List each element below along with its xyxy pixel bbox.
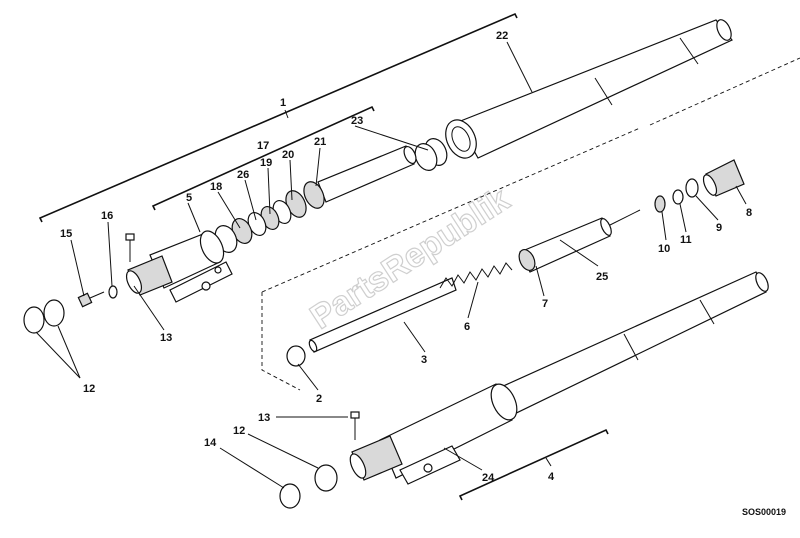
callout-18: 18 xyxy=(210,181,222,193)
callout-2: 2 xyxy=(316,393,322,405)
callout-1: 1 xyxy=(280,97,286,109)
cap-8 xyxy=(702,159,745,197)
dashed-group-box xyxy=(261,292,301,391)
leader-lines xyxy=(35,41,747,489)
bushing-23 xyxy=(414,138,448,171)
callout-24: 24 xyxy=(482,472,495,484)
callout-14: 14 xyxy=(204,437,217,449)
callout-23: 23 xyxy=(351,115,363,127)
callout-13-lower: 13 xyxy=(258,412,270,424)
watermark-text: PartsRepublik xyxy=(304,180,517,336)
spring-6 xyxy=(439,262,513,289)
inner-tube-upper xyxy=(214,145,417,253)
callout-9: 9 xyxy=(716,222,722,234)
callout-13-upper: 13 xyxy=(160,332,172,344)
callout-26: 26 xyxy=(237,169,249,181)
bracket-4 xyxy=(458,428,609,501)
damper-rod-3 xyxy=(286,277,457,367)
callout-22: 22 xyxy=(496,30,508,42)
bolt-13-lower xyxy=(350,411,360,440)
clamp-12-lower xyxy=(314,464,338,492)
callout-3: 3 xyxy=(421,354,427,366)
callout-19: 19 xyxy=(260,157,272,169)
bracket-17 xyxy=(151,105,375,211)
callout-16: 16 xyxy=(101,210,113,222)
drawing-code: SOS00019 xyxy=(742,507,786,517)
callout-17: 17 xyxy=(257,140,269,152)
washer-16 xyxy=(108,285,118,299)
washer-11 xyxy=(672,189,684,205)
clamp-12-upper xyxy=(23,299,65,334)
fork-leg-lower-4 xyxy=(349,271,769,485)
bracket-1 xyxy=(38,12,518,223)
callout-12-upper: 12 xyxy=(83,383,95,395)
callout-20: 20 xyxy=(282,149,294,161)
callout-5: 5 xyxy=(186,192,192,204)
dashed-line-top xyxy=(261,127,641,293)
watermark: PartsRepublik xyxy=(303,180,517,338)
dashed-line-right xyxy=(649,57,800,126)
outer-tube-22 xyxy=(445,19,733,159)
callout-12-lower: 12 xyxy=(233,425,245,437)
callout-15: 15 xyxy=(60,228,72,240)
callout-21: 21 xyxy=(314,136,326,148)
callout-7: 7 xyxy=(542,298,548,310)
callout-25: 25 xyxy=(596,271,608,283)
bolt-13-upper xyxy=(125,233,135,262)
cartridge-25 xyxy=(518,209,641,273)
washer-10 xyxy=(654,195,666,213)
clamp-14 xyxy=(279,483,301,509)
callout-4: 4 xyxy=(548,471,555,483)
callout-11: 11 xyxy=(680,234,692,246)
callout-10: 10 xyxy=(658,243,670,255)
o-ring-9 xyxy=(685,178,699,198)
screw-15 xyxy=(77,291,105,308)
callout-8: 8 xyxy=(746,207,752,219)
callout-6: 6 xyxy=(464,321,470,333)
fork-leg-upper-5 xyxy=(125,230,233,303)
